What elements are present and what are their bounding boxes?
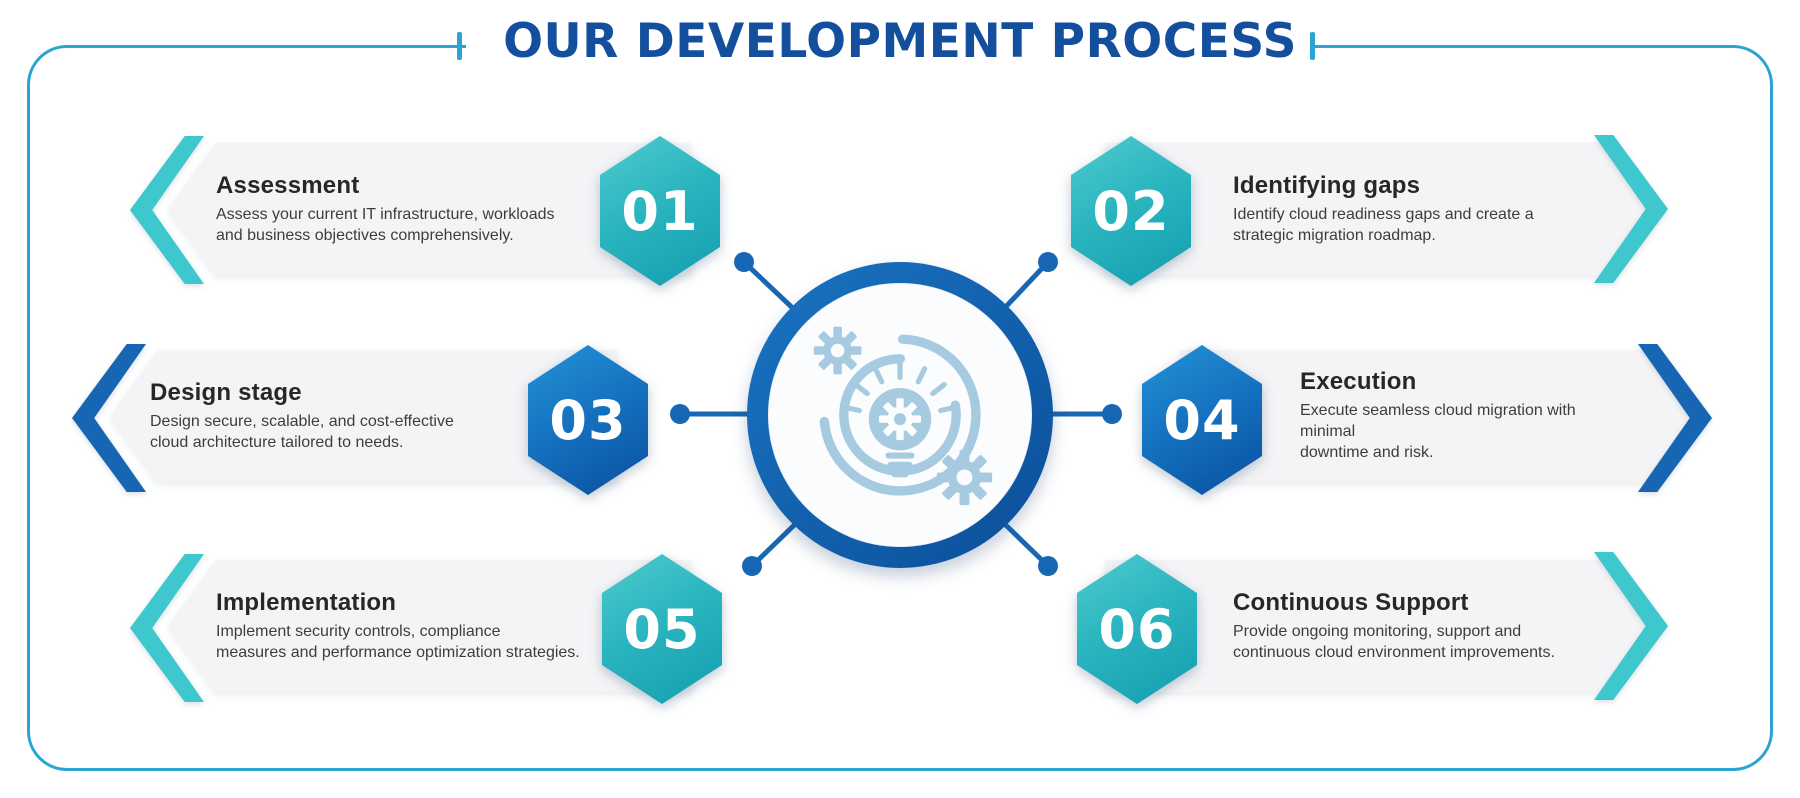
step-title: Continuous Support xyxy=(1233,588,1469,616)
step-description: Design secure, scalable, and cost-effect… xyxy=(150,412,454,451)
step-description: Identify cloud readiness gaps and create… xyxy=(1233,205,1534,244)
chevron-right-icon xyxy=(1638,344,1712,492)
idea-lightbulb-gears-icon xyxy=(813,326,993,506)
step-number-badge: 01 xyxy=(600,136,720,286)
step-title: Execution xyxy=(1300,368,1417,396)
process-step-03: Design stage Design secure, scalable, an… xyxy=(72,342,648,495)
process-step-02: Identifying gaps Identify cloud readines… xyxy=(1071,135,1668,287)
step-title: Identifying gaps xyxy=(1233,171,1421,199)
step-description: Implement security controls, compliance … xyxy=(216,622,580,661)
process-step-05: Implementation Implement security contro… xyxy=(130,552,722,704)
step-number-badge: 05 xyxy=(602,554,722,704)
center-hub-ring xyxy=(747,262,1053,568)
step-number-badge: 04 xyxy=(1142,345,1262,495)
process-step-06: Continuous Support Provide ongoing monit… xyxy=(1077,552,1668,704)
step-description: Provide ongoing monitoring, support and … xyxy=(1233,622,1555,661)
title-rule-left-cap xyxy=(457,32,462,60)
step-description: Assess your current IT infrastructure, w… xyxy=(216,205,555,244)
step-description: Execute seamless cloud migration with mi… xyxy=(1300,402,1576,461)
process-step-04: Execution Execute seamless cloud migrati… xyxy=(1142,342,1712,495)
page-title: OUR DEVELOPMENT PROCESS xyxy=(503,14,1297,69)
step-banner: Identifying gaps Identify cloud readines… xyxy=(1105,143,1648,275)
step-banner: Execution Execute seamless cloud migrati… xyxy=(1180,350,1692,482)
step-title: Implementation xyxy=(216,588,397,616)
title-rule-right-cap xyxy=(1310,32,1315,60)
step-number-badge: 06 xyxy=(1077,554,1197,704)
step-number-badge: 03 xyxy=(528,345,648,495)
chevron-right-icon xyxy=(1594,135,1668,283)
chevron-right-icon xyxy=(1594,552,1668,700)
step-number-badge: 02 xyxy=(1071,136,1191,286)
frame-title-gap xyxy=(466,40,1310,53)
center-hub xyxy=(768,283,1032,547)
process-step-01: Assessment Assess your current IT infras… xyxy=(130,135,722,287)
step-title: Assessment xyxy=(216,171,360,199)
step-title: Design stage xyxy=(150,378,302,406)
